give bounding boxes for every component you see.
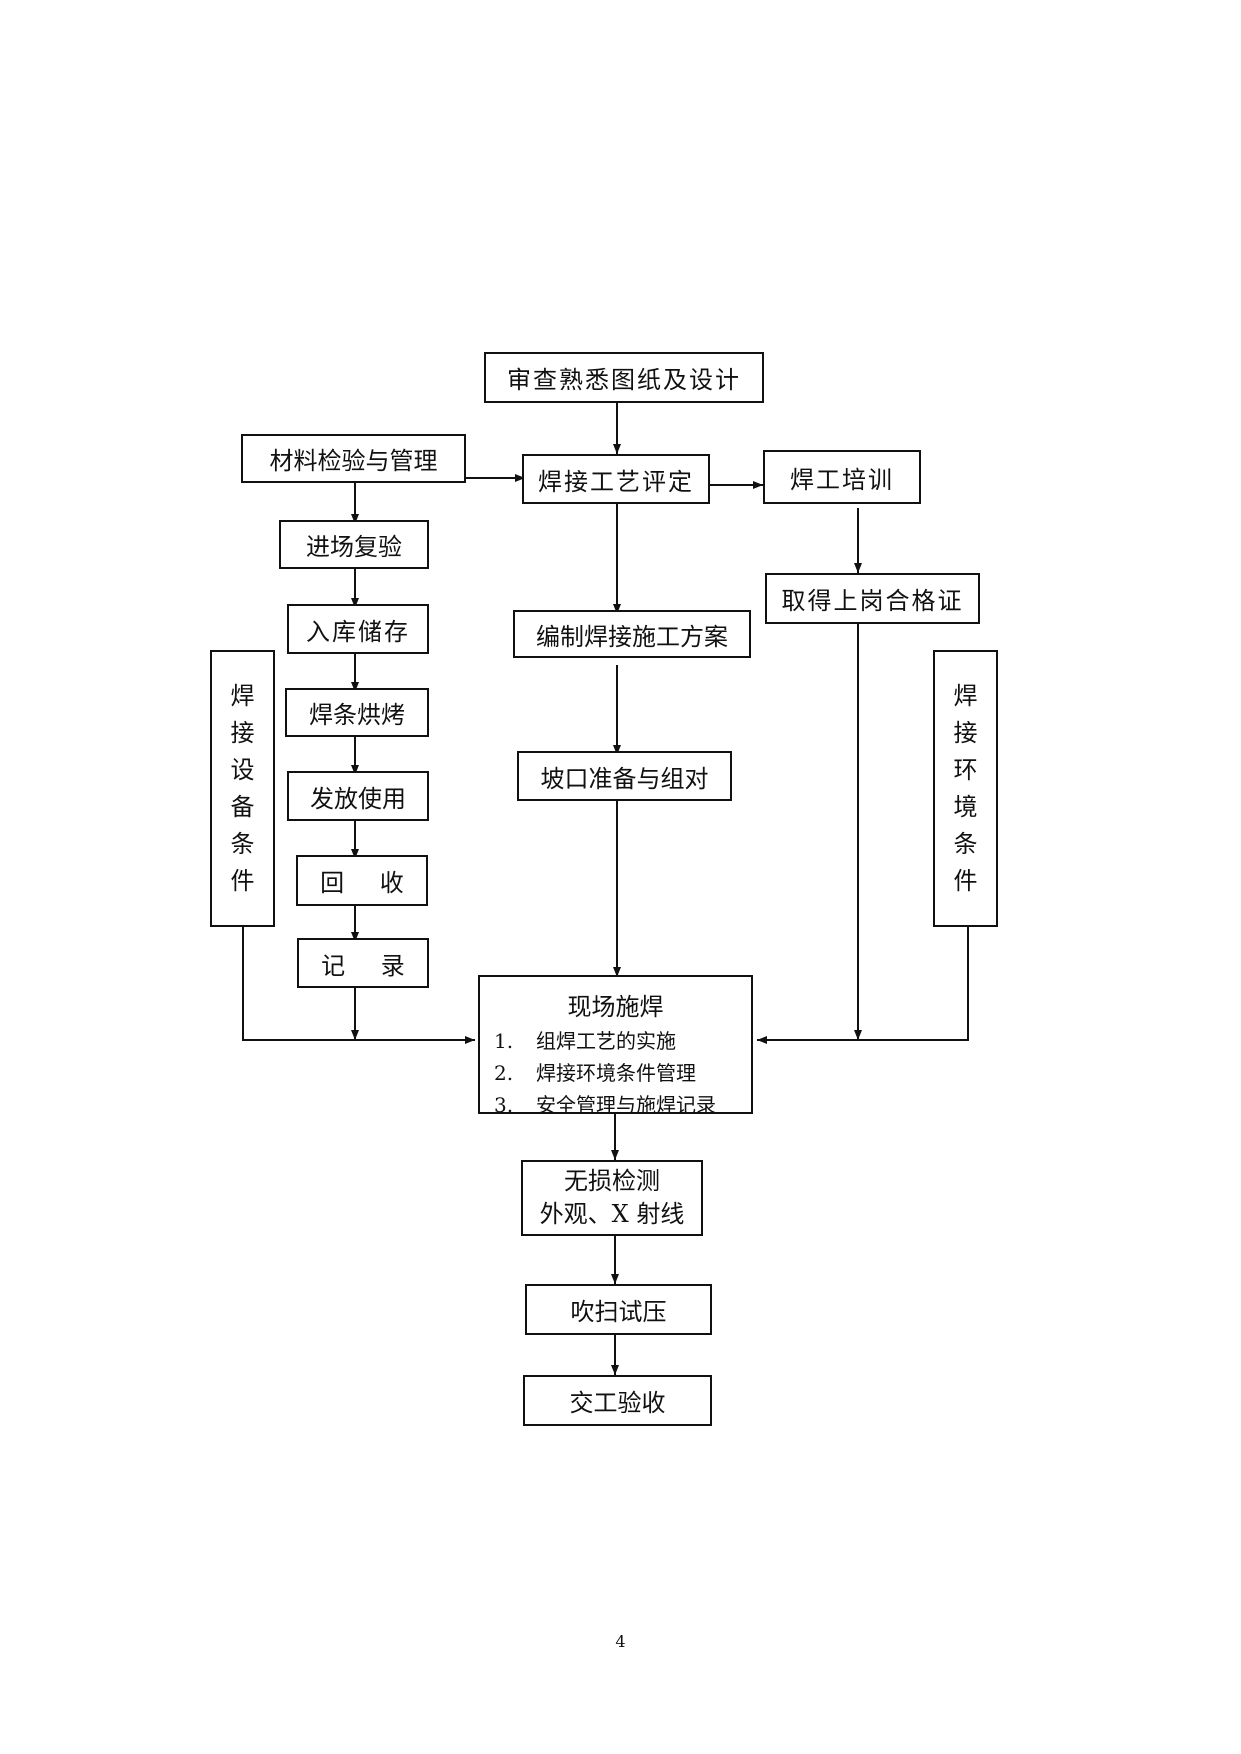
welding-environment-box: 焊 接 环 境 条 件 [933,650,998,927]
ndt-box: 无损检测 外观、X 射线 [521,1160,703,1236]
welding-plan-box: 编制焊接施工方案 [513,610,751,658]
ndt-line-2: 外观、X 射线 [539,1200,685,1228]
handover-box: 交工验收 [523,1375,712,1426]
equipment-char: 焊 [230,681,255,710]
electrode-baking-box: 焊条烘烤 [285,688,429,737]
line-equipment-to-site [242,927,475,1044]
procedure-qualification-box: 焊接工艺评定 [522,454,710,504]
equipment-char: 设 [230,755,255,784]
site-welding-item: 2. 焊接环境条件管理 [494,1057,751,1089]
item-number: 1. [494,1029,514,1053]
recovery-box: 回 收 [296,855,428,906]
welding-equipment-box: 焊 接 设 备 条 件 [210,650,275,927]
environment-char: 焊 [953,681,978,710]
equipment-char: 条 [230,829,255,858]
environment-char: 条 [953,829,978,858]
equipment-char: 接 [230,718,255,747]
site-welding-list: 1. 组焊工艺的实施 2. 焊接环境条件管理 3. 安全管理与施焊记录 [480,1025,751,1121]
equipment-char: 备 [230,792,255,821]
page-number: 4 [615,1632,626,1651]
review-drawings-box: 审查熟悉图纸及设计 [484,352,764,403]
environment-char: 接 [953,718,978,747]
item-text: 焊接环境条件管理 [536,1061,696,1085]
material-management-box: 材料检验与管理 [241,434,466,483]
environment-char: 环 [953,755,978,784]
environment-char: 境 [953,792,978,821]
storage-box: 入库储存 [287,604,429,654]
purge-test-box: 吹扫试压 [525,1284,712,1335]
site-welding-item: 1. 组焊工艺的实施 [494,1025,751,1057]
equipment-char: 件 [230,866,255,895]
item-number: 3. [494,1093,514,1117]
site-welding-item: 3. 安全管理与施焊记录 [494,1089,751,1121]
record-box: 记 录 [297,938,429,988]
environment-char: 件 [953,866,978,895]
ndt-line-1: 无损检测 [564,1167,660,1195]
groove-fitup-box: 坡口准备与组对 [517,751,732,801]
inspection-box: 进场复验 [279,520,429,569]
item-text: 组焊工艺的实施 [536,1029,676,1053]
welder-certificate-box: 取得上岗合格证 [765,573,980,624]
site-welding-box: 现场施焊 1. 组焊工艺的实施 2. 焊接环境条件管理 3. 安全管理与施焊记录 [478,975,753,1117]
item-number: 2. [494,1061,514,1085]
site-welding-title: 现场施焊 [567,993,664,1021]
welder-training-box: 焊工培训 [763,450,921,504]
item-text: 安全管理与施焊记录 [536,1093,716,1117]
issue-use-box: 发放使用 [287,771,429,821]
line-environment-to-site [757,927,969,1044]
